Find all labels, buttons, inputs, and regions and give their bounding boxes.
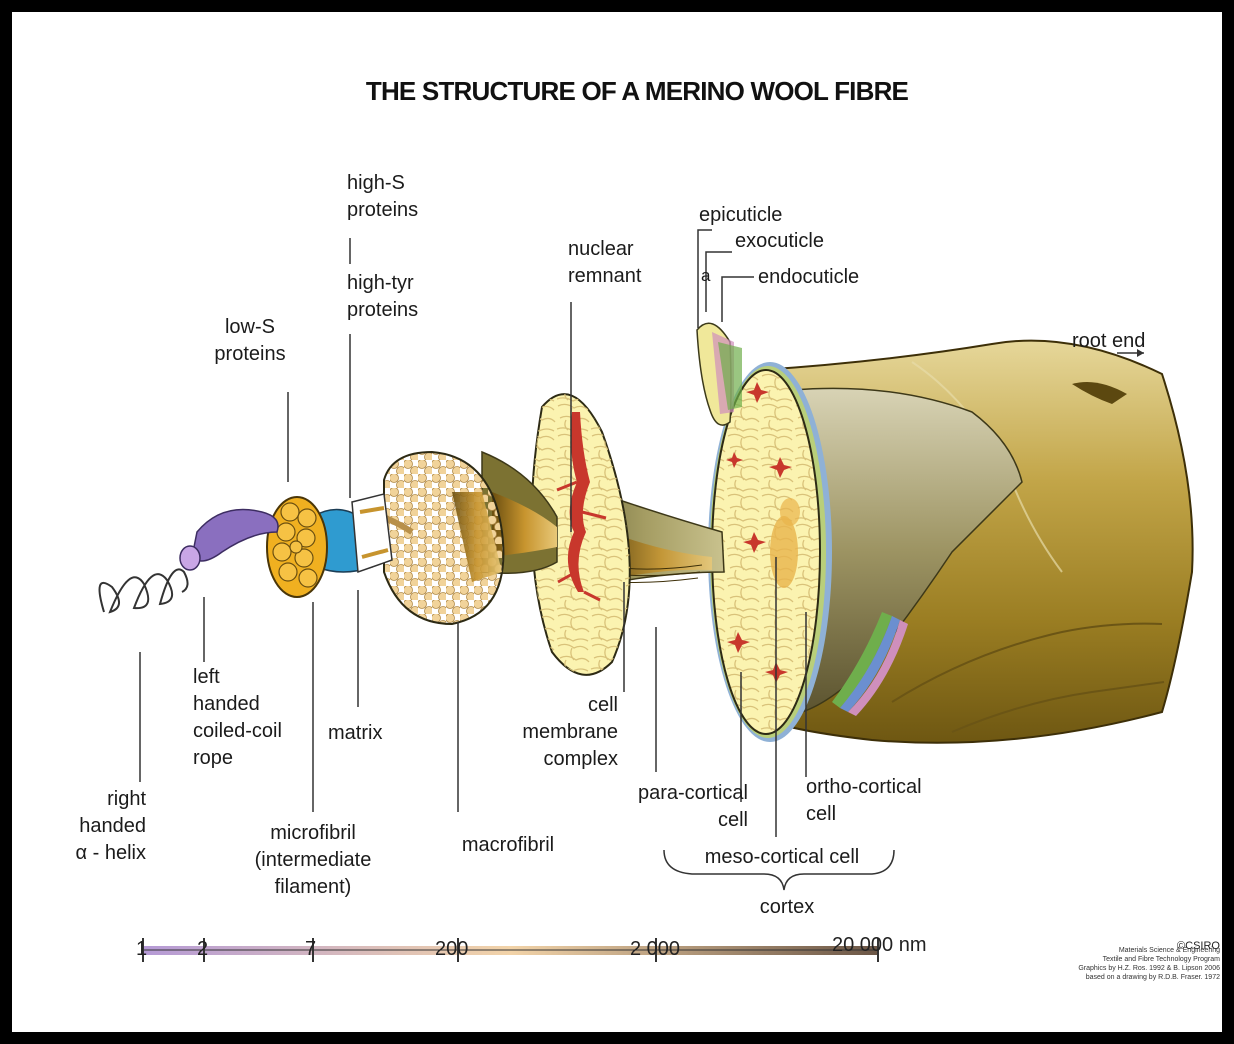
alpha-helix [100,569,188,612]
diagram-frame: THE STRUCTURE OF A MERINO WOOL FIBRE rig… [12,12,1222,1032]
wool-fibre-illustration [12,12,1222,1032]
label-meso-cortical-cell: meso-cortical cell [672,844,892,871]
label-a-layer: a [701,262,721,289]
scale-tick-7: 7 [305,938,316,961]
scale-tick-2: 2 [197,938,208,961]
coiled-coil-rope [180,510,278,571]
label-cell-membrane-complex: cell membrane complex [478,692,618,773]
label-matrix: matrix [328,720,418,747]
label-ortho-cortical-cell: ortho-cortical cell [806,774,956,828]
label-nuclear-remnant: nuclear remnant [568,236,678,290]
graphics-credit: Materials Science & Engineering Textile … [992,946,1220,982]
diagram-title: THE STRUCTURE OF A MERINO WOOL FIBRE [12,76,1222,107]
label-macrofibril: macrofibril [438,832,578,859]
label-para-cortical-cell: para-cortical cell [602,780,748,834]
label-microfibril: microfibril (intermediate filament) [233,820,393,901]
label-left-handed-coiled-coil: left handed coiled-coil rope [193,664,313,772]
microfibril-disc [267,497,327,597]
scale-tick-1: 1 [136,938,147,961]
scale-tick-2000: 2 000 [630,938,680,961]
label-high-tyr-proteins: high-tyr proteins [347,270,447,324]
scale-tick-20000-nm: 20 000 nm [832,934,927,957]
label-exocuticle: exocuticle [735,228,865,255]
label-epicuticle: epicuticle [699,202,829,229]
label-high-s-proteins: high-S proteins [347,170,447,224]
label-low-s-proteins: low-S proteins [200,314,300,368]
scale-bar [143,938,878,962]
scale-tick-200: 200 [435,938,468,961]
label-cortex: cortex [732,894,842,921]
label-right-handed-helix: right handed α - helix [46,786,146,867]
label-endocuticle: endocuticle [758,264,898,291]
label-root-end: root end [1072,328,1172,355]
